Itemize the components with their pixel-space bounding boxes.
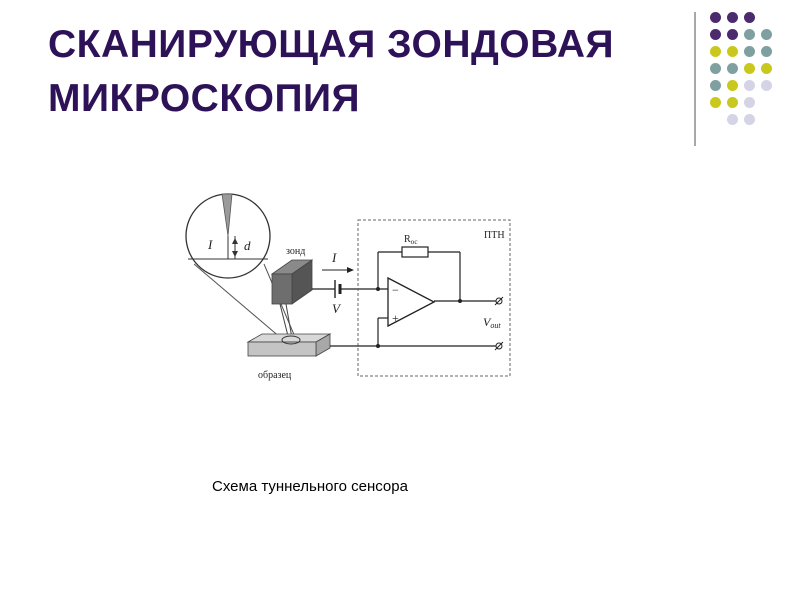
gap-arrow-up-icon — [232, 238, 238, 244]
decor-dot — [727, 46, 738, 57]
decor-dot — [744, 97, 755, 108]
decor-dot — [744, 80, 755, 91]
tunnel-sensor-schematic: I d зонд образец I V ПТН Rос − + Vout — [185, 193, 511, 381]
return-junction-dot — [376, 344, 380, 348]
slide-title-line-2: МИКРОСКОПИЯ — [48, 77, 361, 120]
decor-dot — [727, 97, 738, 108]
decor-dot — [710, 80, 721, 91]
contact-area-ellipse — [281, 335, 301, 345]
output-junction-dot — [458, 299, 462, 303]
decor-dot — [727, 114, 738, 125]
zoom-current-label: I — [207, 237, 213, 252]
resistor-label-sub: ос — [411, 238, 418, 246]
decor-divider — [694, 12, 696, 146]
diagram-caption: Схема туннельного сенсора — [212, 478, 408, 495]
output-terminal-slash — [494, 296, 504, 306]
decor-dot — [727, 29, 738, 40]
gap-arrow-down-icon — [232, 251, 238, 257]
feedback-resistor — [401, 246, 429, 258]
op-amp-triangle — [387, 276, 436, 328]
vout-label: Vout — [483, 315, 501, 330]
op-amp-plus-label: + — [392, 311, 399, 325]
decor-dot — [761, 63, 772, 74]
decor-dot — [727, 63, 738, 74]
ptn-box — [357, 219, 511, 377]
decor-dot — [710, 46, 721, 57]
decor-dot — [710, 12, 721, 23]
probe-label: зонд — [286, 246, 305, 257]
decor-dot — [744, 114, 755, 125]
vout-label-v: V — [483, 315, 492, 329]
decor-dot — [710, 29, 721, 40]
op-amp-minus-label: − — [392, 283, 399, 297]
voltage-label: V — [332, 301, 342, 316]
decor-dot — [744, 29, 755, 40]
return-terminal-slash — [494, 341, 504, 351]
decor-dot — [761, 80, 772, 91]
decor-dot — [744, 12, 755, 23]
decor-dot — [727, 80, 738, 91]
probe-block — [271, 273, 293, 305]
current-arrow-icon — [347, 267, 354, 273]
decor-dot — [710, 97, 721, 108]
sample-label: образец — [258, 370, 292, 381]
zoom-tip — [221, 193, 233, 237]
gap-d-label: d — [244, 238, 251, 253]
decor-dot — [761, 46, 772, 57]
vout-label-sub: out — [490, 321, 501, 330]
decor-dot — [727, 12, 738, 23]
decor-dot — [744, 46, 755, 57]
resistor-label-r: R — [404, 234, 411, 245]
sample-block — [247, 341, 317, 357]
zoom-leader-left — [193, 263, 289, 345]
slide-title: СКАНИРУЮЩАЯ ЗОНДОВАЯ МИКРОСКОПИЯ — [48, 18, 688, 126]
slide-title-line-1: СКАНИРУЮЩАЯ ЗОНДОВАЯ — [48, 23, 615, 66]
resistor-label: Rос — [404, 234, 417, 246]
decor-dot-grid — [710, 12, 774, 132]
current-label: I — [331, 250, 337, 265]
ptn-label: ПТН — [484, 230, 505, 241]
decor-dot — [761, 29, 772, 40]
decor-dot — [744, 63, 755, 74]
decor-dot — [710, 63, 721, 74]
feedback-junction-dot — [376, 287, 380, 291]
